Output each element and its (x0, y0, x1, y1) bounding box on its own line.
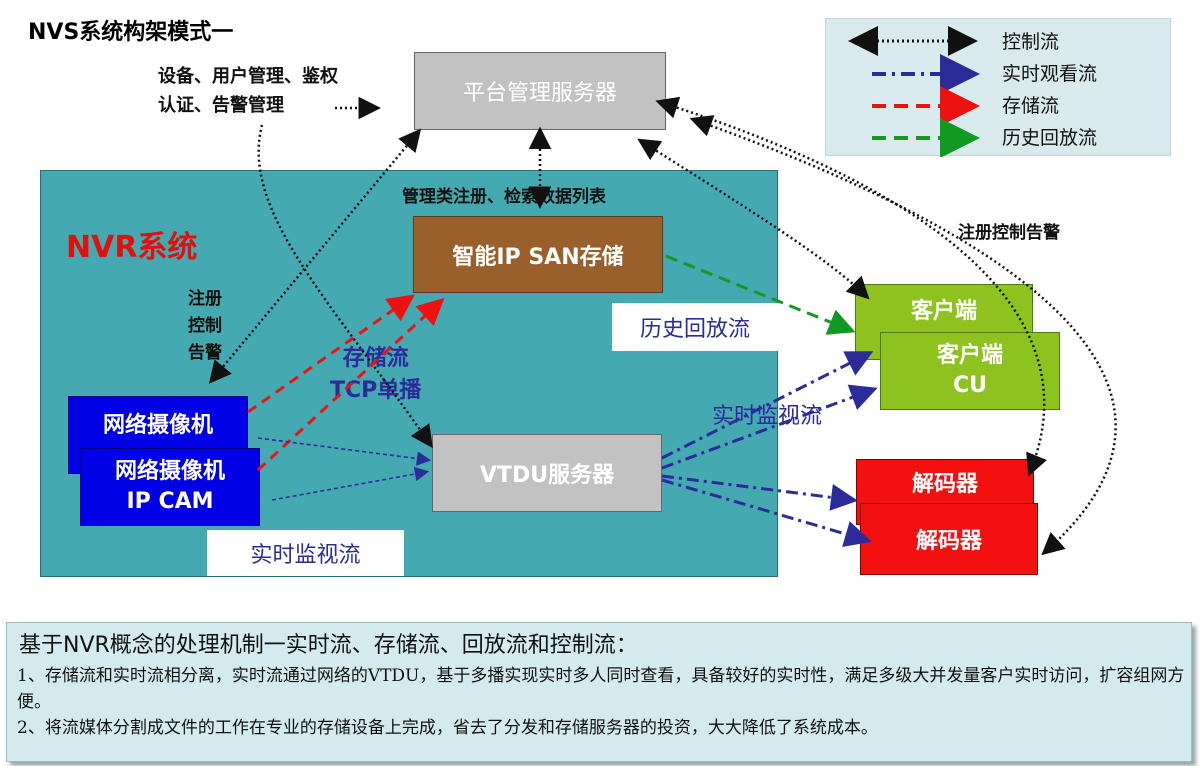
vtdu-server: VTDU服务器 (432, 434, 662, 512)
platform-label: 平台管理服务器 (462, 81, 617, 106)
explanation-title: 基于NVR概念的处理机制一实时流、存储流、回放流和控制流： (19, 633, 638, 658)
ipsan-label: 智能IP SAN存储 (452, 244, 624, 270)
ctrl-platform-vtdu (257, 124, 433, 449)
history-ipsan-client (665, 254, 856, 335)
platform-management-server: 平台管理服务器 (414, 52, 666, 130)
camera-front-label-2: IP CAM (126, 489, 214, 514)
network-camera-front: 网络摄像机 IP CAM (80, 448, 260, 526)
ctrl-platform-decoder1 (655, 96, 1048, 477)
explanation-point-2: 2、将流媒体分割成文件的工作在专业的存储设备上完成，省去了分发和存储服务器的投资… (17, 718, 878, 738)
camera-front-label-1: 网络摄像机 (114, 459, 225, 484)
legend-item-realtime: 实时观看流 (1002, 63, 1098, 85)
page-title: NVS系统构架模式一 (28, 20, 234, 45)
storage-cam2-ipsan (256, 297, 445, 472)
ctrl-platform-decoder2 (689, 115, 1117, 556)
realtime-cam1-vtdu (257, 437, 432, 466)
device-user-line-1: 设备、用户管理、鉴权 (158, 66, 338, 87)
realtime-monitor-bottom-label: 实时监视流 (207, 530, 404, 576)
realtime-cam2-vtdu (271, 466, 430, 501)
legend-item-control: 控制流 (1002, 31, 1060, 53)
device-user-line-2: 认证、告警管理 (158, 95, 284, 116)
realtime-vtdu-client1 (661, 351, 874, 460)
vtdu-label: VTDU服务器 (479, 463, 615, 488)
realtime-vtdu-client2 (661, 384, 878, 470)
ctrl-platform-camera (208, 128, 422, 384)
realtime-vtdu-decoder1 (661, 474, 858, 511)
explanation-panel: 基于NVR概念的处理机制一实时流、存储流、回放流和控制流： 1、存储流和实时流相… (6, 622, 1192, 762)
device-user-management-label: 设备、用户管理、鉴权 认证、告警管理 (158, 62, 338, 120)
explanation-point-1: 1、存储流和实时流相分离，实时流通过网络的VTDU，基于多播实现实时多人同时查看… (17, 666, 1185, 712)
storage-cam1-ipsan (247, 294, 415, 414)
realtime-vtdu-decoder2 (661, 478, 872, 548)
ip-san-storage: 智能IP SAN存储 (413, 216, 663, 293)
mgmt-register-label: 管理类注册、检索数据列表 (402, 187, 606, 207)
camera-back-label: 网络摄像机 (102, 413, 213, 438)
ctrl-platform-client (637, 138, 870, 300)
nvr-system-title: NVR系统 (66, 230, 198, 265)
